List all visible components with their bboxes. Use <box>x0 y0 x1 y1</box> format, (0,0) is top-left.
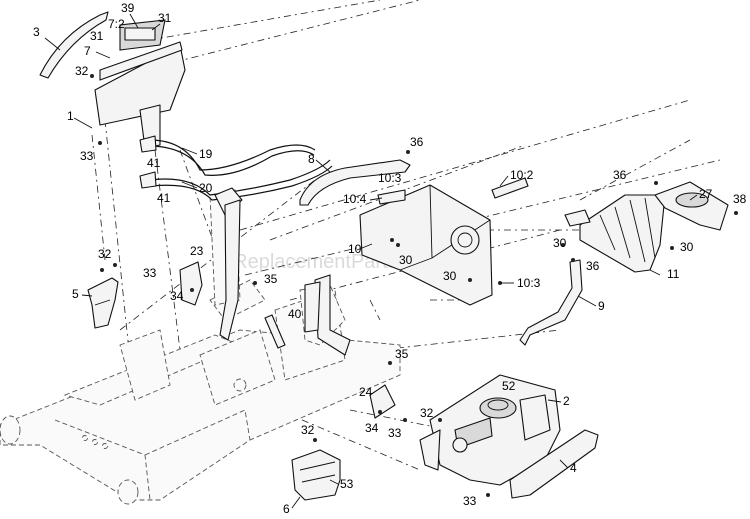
callout-33: 33 <box>388 426 402 440</box>
callout-27: 27 <box>699 187 713 201</box>
part-6-battery-box <box>291 449 341 501</box>
callout-30: 30 <box>553 236 567 250</box>
steering-levers <box>214 187 351 356</box>
cables-19-20 <box>139 135 333 201</box>
part-8-strap-bracket <box>299 159 411 206</box>
callout-5: 5 <box>72 287 79 301</box>
callout-30: 30 <box>443 269 457 283</box>
part-10-tank-bracket <box>359 184 493 306</box>
callout-19: 19 <box>199 147 213 161</box>
callout-32: 32 <box>301 423 315 437</box>
callout-38: 38 <box>733 192 747 206</box>
callout-11: 11 <box>667 267 680 281</box>
callout-7: 7 <box>84 44 91 58</box>
callout-30: 30 <box>399 253 413 267</box>
part-40-lever <box>264 314 286 349</box>
callout-35: 35 <box>264 272 278 286</box>
callout-9: 9 <box>598 299 605 313</box>
callout-6: 6 <box>283 502 290 516</box>
callout-4: 4 <box>570 461 577 475</box>
hardware-fasteners <box>90 74 738 497</box>
callout-23: 23 <box>190 244 204 258</box>
callout-30: 30 <box>680 240 694 254</box>
part-23-bracket <box>179 261 203 306</box>
part-5-mount-bracket <box>87 277 119 329</box>
callout-36: 36 <box>586 259 600 273</box>
part-9-rod-bracket <box>519 259 583 346</box>
callout-7-2: 7:2 <box>108 17 125 31</box>
part-3-trim-strip <box>39 11 109 79</box>
callout-31: 31 <box>90 29 104 43</box>
callout-32: 32 <box>75 64 89 78</box>
callout-10: 10 <box>348 242 362 256</box>
callout-35: 35 <box>395 347 409 361</box>
part-callouts: 3 39 31 7:2 31 7 32 1 33 41 19 41 20 8 3… <box>33 1 747 516</box>
callout-41: 41 <box>147 156 161 170</box>
part-2-console-body <box>419 374 561 486</box>
part-10-2-rod <box>491 177 529 199</box>
callout-10-3: 10:3 <box>378 171 402 185</box>
part-24-bracket <box>369 384 396 419</box>
callout-40: 40 <box>288 307 302 321</box>
callout-33: 33 <box>80 149 94 163</box>
callout-3: 3 <box>33 25 40 39</box>
callout-1: 1 <box>67 109 74 123</box>
callout-10-2: 10:2 <box>510 168 534 182</box>
callout-39: 39 <box>121 1 135 15</box>
callout-8: 8 <box>308 152 315 166</box>
callout-24: 24 <box>359 385 373 399</box>
callout-20: 20 <box>199 181 213 195</box>
callout-33: 33 <box>463 494 477 508</box>
callout-34: 34 <box>365 421 379 435</box>
callout-2: 2 <box>563 394 570 408</box>
callout-36: 36 <box>613 168 627 182</box>
part-27-bracket <box>654 181 729 231</box>
callout-41: 41 <box>157 191 171 205</box>
callout-10-4: 10:4 <box>343 192 367 206</box>
callout-52: 52 <box>502 379 516 393</box>
callout-32: 32 <box>98 247 112 261</box>
callout-34: 34 <box>170 289 184 303</box>
part-1-console-panel <box>94 19 186 149</box>
callout-36: 36 <box>410 135 424 149</box>
callout-33: 33 <box>143 266 157 280</box>
part-4-side-cover <box>509 429 599 499</box>
callout-32: 32 <box>420 406 434 420</box>
part-11-guard <box>564 194 666 273</box>
callout-53: 53 <box>340 477 354 491</box>
callout-31: 31 <box>158 11 172 25</box>
callout-10-3: 10:3 <box>517 276 541 290</box>
callout-leaders <box>44 13 698 509</box>
